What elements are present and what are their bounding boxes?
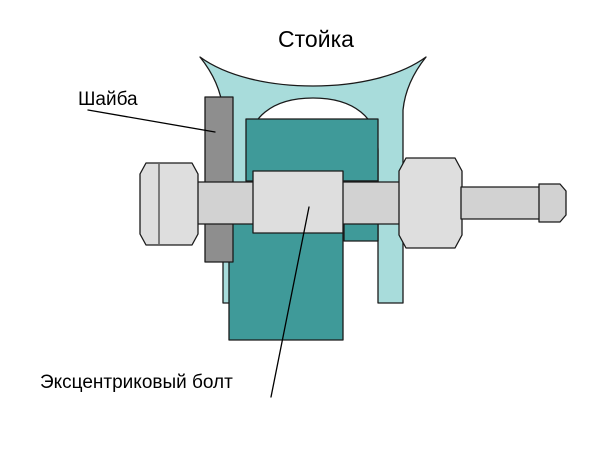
washer-label: Шайба [78, 89, 138, 110]
eccentric-cam [252, 170, 344, 234]
washer [204, 96, 234, 263]
diagram-title: Стойка [278, 26, 354, 52]
eccentric-bolt-leader-line [270, 206, 310, 398]
bolt-tip [538, 183, 567, 223]
bolt-head-left [139, 162, 199, 246]
eccentric-bolt-label: Эксцентриковый болт [40, 372, 233, 393]
washer-leader-line [87, 109, 216, 133]
nut-right [398, 157, 463, 249]
bolt-shaft-right [460, 186, 542, 220]
